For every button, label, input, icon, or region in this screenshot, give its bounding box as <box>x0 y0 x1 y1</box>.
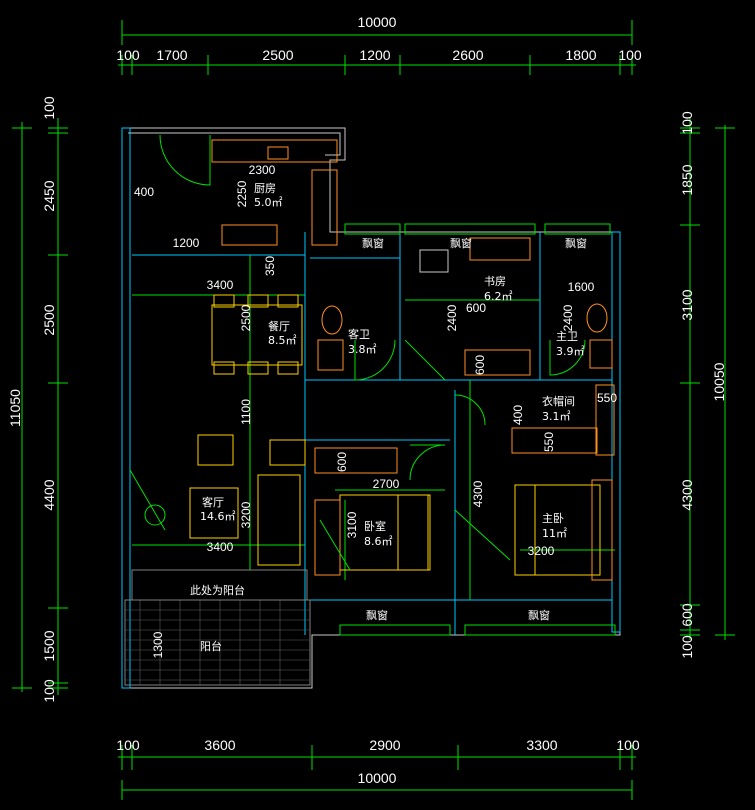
inner-dim-3: 1200 <box>173 236 200 250</box>
inner-dim-0: 2300 <box>249 163 276 177</box>
bedroom-area: 8.6㎡ <box>364 535 393 548</box>
bay-window-4: 飘窗 <box>366 608 388 622</box>
right-seg-1: 1850 <box>679 164 695 195</box>
bottom-total: 10000 <box>358 770 397 786</box>
bottom-seg-2: 2900 <box>369 737 400 753</box>
closet-area: 3.1㎡ <box>542 410 571 423</box>
right-seg-5: 100 <box>679 635 695 659</box>
balcony-note: 此处为阳台 <box>190 583 245 597</box>
walls <box>121 127 621 689</box>
bottom-seg-3: 3300 <box>526 737 557 753</box>
living-area: 14.6㎡ <box>200 510 236 523</box>
study-area: 6.2㎡ <box>484 290 513 303</box>
bay-window-3: 飘窗 <box>565 236 587 250</box>
left-seg-4: 1500 <box>41 630 57 661</box>
left-seg-1: 2450 <box>41 180 57 211</box>
inner-dim-22: 4300 <box>471 480 485 507</box>
inner-dim-18: 550 <box>542 432 556 452</box>
inner-dim-4: 350 <box>263 256 277 276</box>
dining-area: 8.5㎡ <box>268 334 297 347</box>
right-seg-0: 100 <box>679 111 695 135</box>
kitchen-area: 5.0㎡ <box>254 196 283 209</box>
dimension-lines <box>12 20 735 800</box>
inner-dim-17: 550 <box>597 391 617 405</box>
inner-dim-1: 2250 <box>235 180 249 207</box>
guest-bath-area: 3.8㎡ <box>348 343 377 356</box>
bottom-seg-1: 3600 <box>204 737 235 753</box>
right-total: 10050 <box>711 362 727 401</box>
living-name: 客厅 <box>202 495 224 509</box>
bay-window-1: 飘窗 <box>362 236 384 250</box>
balcony-name: 阳台 <box>200 639 222 653</box>
inner-dim-13: 1600 <box>568 280 595 294</box>
top-seg-6: 100 <box>618 47 642 63</box>
inner-dim-14: 2400 <box>561 304 575 331</box>
inner-dim-21: 3100 <box>345 511 359 538</box>
bedroom-name: 卧室 <box>364 519 386 533</box>
master-bath-area: 3.9㎡ <box>556 345 585 358</box>
inner-dim-2: 400 <box>134 185 154 199</box>
closet-name: 衣帽间 <box>542 394 575 408</box>
left-seg-2: 2500 <box>41 304 57 335</box>
inner-dim-11: 2400 <box>445 304 459 331</box>
inner-dim-23: 3200 <box>528 544 555 558</box>
bay-window-2: 飘窗 <box>450 236 472 250</box>
master-name: 主卧 <box>542 512 564 525</box>
inner-dim-7: 1100 <box>239 399 253 425</box>
left-seg-0: 100 <box>41 96 57 120</box>
right-seg-2: 3100 <box>679 289 695 320</box>
study-name: 书房 <box>484 275 506 288</box>
left-seg-3: 4400 <box>41 479 57 510</box>
guest-bath-name: 客卫 <box>348 327 370 341</box>
top-seg-3: 1200 <box>359 47 390 63</box>
inner-dim-16: 400 <box>511 405 525 425</box>
left-seg-5: 100 <box>41 679 57 703</box>
furniture <box>129 134 616 636</box>
top-seg-1: 1700 <box>156 47 187 63</box>
bottom-seg-0: 100 <box>116 737 140 753</box>
dining-name: 餐厅 <box>268 319 290 333</box>
inner-dim-6: 2500 <box>239 304 253 331</box>
inner-dim-15: 600 <box>473 355 487 375</box>
inner-dim-5: 3400 <box>207 278 234 292</box>
bottom-seg-4: 100 <box>616 737 640 753</box>
left-total: 11050 <box>7 389 23 427</box>
top-seg-2: 2500 <box>262 47 293 63</box>
inner-dim-12: 600 <box>466 301 486 315</box>
kitchen-name: 厨房 <box>254 182 276 195</box>
top-seg-5: 1800 <box>565 47 596 63</box>
master-area: 11㎡ <box>542 527 567 540</box>
right-seg-3: 4300 <box>679 479 695 510</box>
inner-dim-20: 2700 <box>373 477 400 491</box>
right-seg-4: 600 <box>679 603 695 627</box>
top-seg-0: 100 <box>116 47 140 63</box>
inner-dim-10: 1300 <box>151 631 165 658</box>
bay-window-5: 飘窗 <box>528 608 550 622</box>
top-total: 10000 <box>358 14 397 30</box>
master-bath-name: 主卫 <box>556 330 578 343</box>
inner-dim-8: 3200 <box>239 501 253 528</box>
inner-dim-19: 600 <box>335 452 349 472</box>
inner-dim-9: 3400 <box>207 540 234 554</box>
top-seg-4: 2600 <box>452 47 483 63</box>
